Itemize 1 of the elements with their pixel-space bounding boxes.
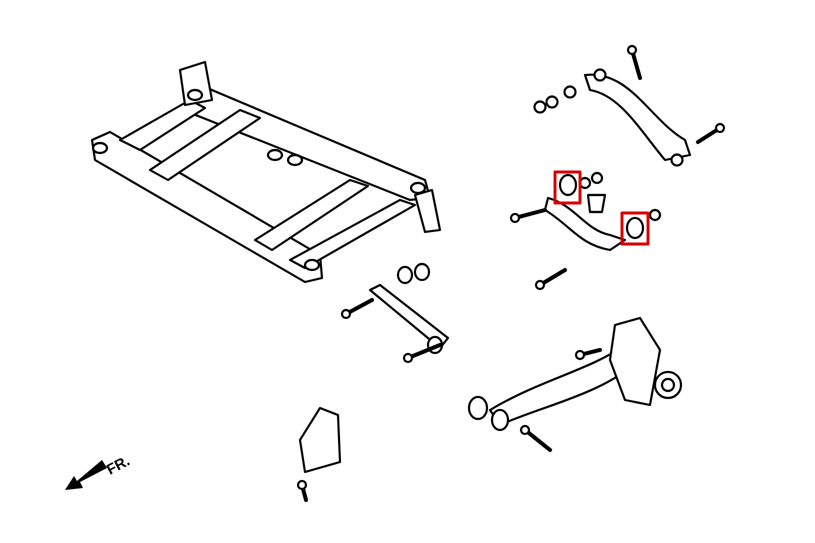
- direction-label: FR.: [106, 458, 130, 475]
